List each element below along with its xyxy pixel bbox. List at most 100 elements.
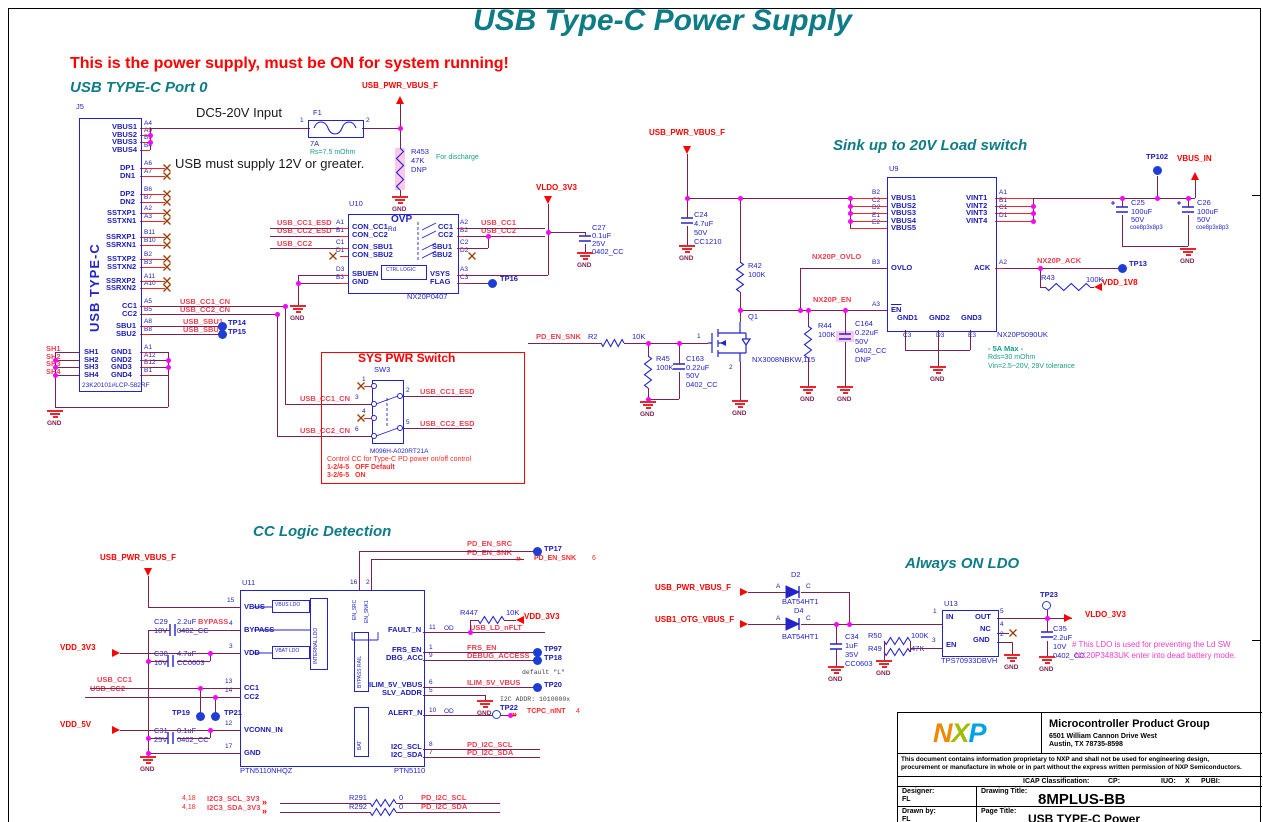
pin-stub — [995, 198, 1033, 200]
capacitor-symbol — [167, 732, 174, 744]
gnd-label: GND — [392, 206, 407, 213]
wire — [740, 310, 887, 312]
component-label: C164 — [855, 319, 873, 328]
testpoint-label: TP23 — [1040, 590, 1058, 599]
pin-number: B3 — [144, 259, 152, 266]
pin-name: CC2 — [122, 309, 138, 318]
junction-dot — [467, 629, 473, 635]
switch-pin — [397, 393, 403, 399]
testpoint-label: TP17 — [544, 544, 562, 553]
pin-name: SH3 — [84, 362, 99, 371]
pin-number: 9 — [429, 652, 433, 659]
component-label: 1uF — [845, 641, 858, 650]
wire — [997, 633, 1009, 635]
pin-number: B2 — [872, 189, 880, 196]
wire — [285, 404, 372, 406]
wire — [740, 292, 742, 322]
power-arrow — [740, 588, 748, 596]
net-label: SH2 — [46, 352, 61, 361]
net-label: USB_CC1_ESD — [420, 387, 475, 396]
wire — [402, 428, 472, 430]
switch-pin — [371, 383, 377, 389]
pin-name: SBU2 — [432, 250, 453, 259]
pin-stub — [850, 206, 887, 208]
pin-stub — [140, 267, 165, 269]
no-connect-icon — [163, 241, 171, 249]
component-label: 100K — [1086, 275, 1104, 284]
component-label: 50V — [694, 228, 708, 237]
junction-dot — [1044, 615, 1050, 621]
component-label: C24 — [694, 210, 708, 219]
pin-name: SBU2 — [116, 329, 137, 338]
wire — [465, 275, 548, 277]
net-label: USB_CC2 — [481, 226, 517, 235]
wire — [55, 375, 79, 377]
net-label: PD_EN_SRC — [467, 539, 513, 548]
power-arrow — [1191, 172, 1199, 180]
wire — [402, 396, 472, 398]
power-net-label: VBUS_IN — [1177, 154, 1212, 163]
frame-top — [8, 8, 1261, 9]
annotation: DC5-20V Input — [196, 105, 282, 120]
junction-dot — [1185, 195, 1191, 201]
wire — [905, 350, 970, 352]
frame-left — [8, 8, 9, 822]
component-label: BAT54HT1 — [782, 632, 819, 641]
pin-stub — [850, 221, 887, 223]
wire — [528, 343, 601, 345]
wire — [470, 620, 472, 632]
wire — [148, 576, 150, 607]
net-label: PD_I2C_SCL — [467, 740, 513, 749]
net-label: USB_CC1_CN — [180, 297, 231, 306]
component-label: BAT54HT1 — [782, 597, 819, 606]
wire — [1040, 287, 1045, 289]
component-label: 0402_CC — [855, 346, 887, 355]
component-label: U11 — [242, 578, 256, 587]
wire — [298, 275, 300, 305]
pin-number: 4 — [229, 620, 233, 627]
pin-stub — [140, 128, 150, 130]
diode-symbol — [785, 617, 801, 631]
switch-pin — [371, 401, 377, 407]
junction-dot — [147, 139, 153, 145]
component-outline — [354, 632, 369, 692]
switch-note: 6 — [592, 555, 596, 562]
wire — [298, 283, 340, 285]
component-label: C29 — [154, 617, 168, 626]
gnd-symbol — [577, 252, 593, 261]
gnd-label: GND — [640, 411, 655, 418]
capacitor-symbol — [673, 363, 685, 370]
pin-number: Rd — [388, 226, 397, 233]
component-label: 100K — [748, 270, 766, 279]
wire — [150, 334, 222, 336]
wire — [90, 688, 240, 690]
power-arrow — [683, 146, 691, 154]
pin-name: VINT3 — [966, 208, 988, 217]
wire — [808, 358, 810, 386]
section-header: Sink up to 20V Load switch — [833, 137, 1028, 154]
wire — [177, 738, 210, 740]
pin-stub — [364, 386, 372, 388]
power-net-label: VLDO_3V3 — [1085, 610, 1126, 619]
component-label: coe8p3x8p3 — [1196, 225, 1229, 231]
wire — [1033, 198, 1195, 200]
component-outline — [240, 590, 425, 767]
component-label: R44 — [818, 321, 832, 330]
pin-name: CC2 — [244, 692, 260, 701]
component-label: R453 — [411, 147, 429, 156]
pin-number: D2 — [460, 247, 469, 254]
no-connect-icon — [163, 277, 171, 285]
wire — [298, 275, 340, 277]
pin-number: 2 — [406, 387, 410, 394]
junction-dot — [1119, 195, 1125, 201]
component-label: 100uF — [1197, 207, 1219, 216]
ovp-label: OVP — [391, 214, 413, 225]
power-arrow — [112, 649, 120, 657]
component-label: 0402_CC — [177, 735, 209, 744]
gnd-symbol — [800, 386, 816, 395]
pin-stub — [140, 367, 150, 369]
annotation-small: default "L" — [522, 669, 565, 676]
pin-name: VBUS4 — [112, 145, 138, 154]
net-label: USB_CC1 — [481, 218, 517, 227]
